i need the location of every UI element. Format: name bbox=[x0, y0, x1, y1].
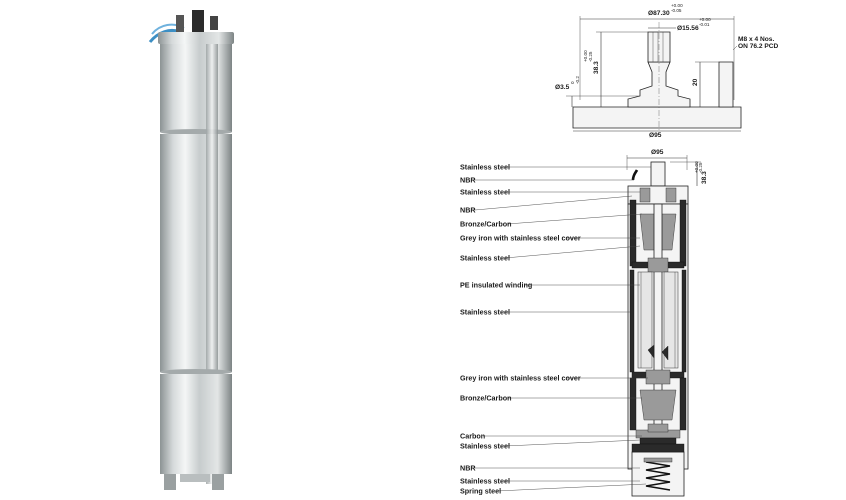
dim-small-tol-lower: -0.2 bbox=[575, 76, 580, 84]
section-dim-tol-upper: +0.00 bbox=[694, 161, 699, 173]
dim-height-main-tol-lower: -0.25 bbox=[588, 51, 593, 62]
section-stator-left bbox=[637, 271, 653, 369]
dim-shaft-tol-lower: -0.01 bbox=[699, 22, 710, 27]
cable-gland bbox=[176, 15, 184, 33]
label-nbr-2: NBR bbox=[460, 206, 476, 215]
dim-top-diameter-tol-upper: +0.00 bbox=[671, 3, 683, 8]
dim-top-diameter: Ø87.30 bbox=[648, 10, 670, 17]
label-carbon: Carbon bbox=[460, 432, 485, 441]
base-plate bbox=[572, 106, 742, 129]
label-stainless-steel-3: Stainless steel bbox=[460, 254, 510, 263]
section-shaft-top bbox=[650, 161, 666, 187]
mounting-bolt bbox=[718, 61, 734, 108]
dim-height-main-tol-upper: +0.00 bbox=[583, 50, 588, 62]
motor-photo bbox=[148, 10, 234, 490]
label-spring-steel: Spring steel bbox=[460, 487, 501, 496]
dim-small-tol-upper: 0 bbox=[570, 81, 575, 84]
label-nbr-3: NBR bbox=[460, 464, 476, 473]
motor-middle-body bbox=[160, 134, 232, 372]
bolt-note-line1: M8 x 4 Nos. bbox=[738, 36, 774, 43]
section-lower-bracket bbox=[639, 389, 677, 421]
motor-top-flange bbox=[158, 32, 234, 44]
dim-top-diameter-tol-lower: -0.05 bbox=[671, 8, 682, 13]
motor-foot-right bbox=[212, 474, 224, 490]
motor-foot-left bbox=[164, 474, 176, 490]
dim-height-main: 38.3 bbox=[593, 61, 600, 74]
section-dim-diameter: Ø95 bbox=[651, 149, 664, 156]
section-leader-lines bbox=[474, 166, 651, 492]
section-top-head bbox=[627, 185, 689, 205]
top-view-drawing: Ø87.30 +0.00 -0.05 Ø15.56 +0.00 -0.01 38… bbox=[555, 3, 779, 139]
section-stator-right bbox=[663, 271, 679, 369]
dim-shaft-diameter: Ø15.56 bbox=[677, 25, 699, 32]
label-stainless-steel-4: Stainless steel bbox=[460, 308, 510, 317]
dim-height-bolt: 20 bbox=[692, 78, 699, 86]
section-dim-height: 38.3 bbox=[701, 171, 708, 184]
dim-base-diameter: Ø95 bbox=[649, 132, 662, 139]
motor-bottom-cap bbox=[180, 474, 210, 482]
label-stainless-steel-5: Stainless steel bbox=[460, 442, 510, 451]
motor-lower-body bbox=[160, 374, 232, 474]
label-pe-insulated-winding: PE insulated winding bbox=[460, 281, 532, 290]
label-stainless-steel-6: Stainless steel bbox=[460, 477, 510, 486]
dim-small-diameter: Ø3.5 bbox=[555, 84, 570, 91]
bolt-note-line2: ON 76.2 PCD bbox=[738, 43, 779, 50]
label-stainless-steel-2: Stainless steel bbox=[460, 188, 510, 197]
top-fitting bbox=[210, 16, 218, 30]
label-nbr-1: NBR bbox=[460, 176, 476, 185]
section-dim-tol-lower: -0.25 bbox=[698, 162, 703, 173]
dim-shaft-tol-upper: +0.00 bbox=[699, 17, 711, 22]
section-spring bbox=[645, 461, 671, 491]
section-cable bbox=[631, 169, 639, 181]
label-bronze-carbon-2: Bronze/Carbon bbox=[460, 394, 512, 403]
motor-upper-body bbox=[160, 44, 232, 132]
label-stainless-steel-1: Stainless steel bbox=[460, 163, 510, 172]
label-bronze-carbon-1: Bronze/Carbon bbox=[460, 220, 512, 229]
motor-shaft-top bbox=[192, 10, 204, 32]
label-grey-iron-2: Grey iron with stainless steel cover bbox=[460, 374, 581, 383]
label-grey-iron-1: Grey iron with stainless steel cover bbox=[460, 234, 581, 243]
section-view-drawing: Ø95 38.3 +0.00 -0.25 bbox=[460, 149, 708, 497]
motor-ring-lower bbox=[160, 369, 232, 375]
